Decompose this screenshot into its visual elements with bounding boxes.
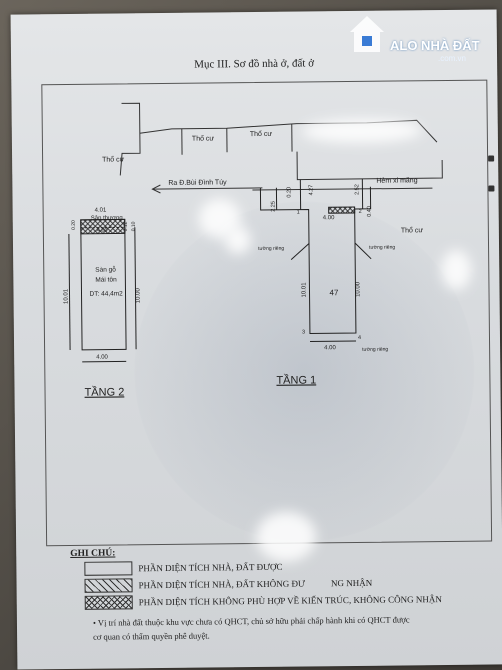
road-arrow-head: [151, 184, 161, 194]
floor-plan-drawing: Thổ cư Thổ cư Thổ cư Thổ cư Ra Đ.Bùi Đìn…: [63, 102, 443, 399]
label-tho-cu-3: Thổ cư: [250, 130, 273, 138]
legend: GHI CHÚ: PHẦN DIỆN TÍCH NHÀ, ĐẤT ĐƯỢC PH…: [70, 545, 491, 644]
binder-mark-1: [488, 155, 495, 162]
floor2-left-dimension: [68, 233, 71, 350]
floor2-area-label: DT: 44,4m2: [89, 290, 123, 297]
legend-swatch-hatch: [84, 578, 133, 593]
legend-note-line-2: cơ quan có thẩm quyền phê duyệt.: [93, 630, 210, 642]
floor1-corner-3: 3: [302, 329, 305, 335]
floor1-caption: TẦNG 1: [276, 373, 316, 386]
alley-edge: [252, 187, 433, 191]
floor1-wall-right: [354, 242, 372, 260]
wall-label-bottom: tường riêng: [362, 347, 388, 353]
floor2-dim-top2: 4.00: [97, 228, 108, 234]
watermark-logo: ALO NHÀ ĐẤT .com.vn: [346, 8, 496, 66]
floor1-outline: [259, 186, 372, 334]
floor2-dim-top: 4.01: [95, 208, 107, 214]
legend-text-2: PHẦN DIỆN TÍCH NHÀ, ĐẤT KHÔNG ĐƯ: [138, 578, 306, 591]
legend-row-3: PHẦN DIỆN TÍCH KHÔNG PHÙ HỢP VỀ KIẾN TRÚ…: [84, 592, 491, 610]
floor1-hatched-strip: [328, 206, 356, 214]
blur-patch-center-small: [224, 226, 252, 255]
binder-mark-2: [488, 185, 495, 192]
legend-text-1: PHẦN DIỆN TÍCH NHÀ, ĐẤT ĐƯỢC: [138, 561, 283, 574]
alley-boundary: [296, 151, 443, 181]
floor1-dim-top: 4.00: [323, 215, 335, 221]
floor2-outline: [80, 218, 127, 351]
floor2-top-label: Sân thượng: [91, 215, 123, 221]
legend-row-2: PHẦN DIỆN TÍCH NHÀ, ĐẤT KHÔNG ĐƯ NG NHẬN: [84, 575, 490, 593]
wall-label-left: tường riêng: [258, 246, 284, 252]
floor1-dim-v4: 2.52: [354, 184, 360, 195]
floor1-number: 47: [329, 288, 339, 297]
watermark-domain: .com.vn: [438, 54, 467, 63]
floor2-floor-label-2: Mái tôn: [95, 276, 117, 283]
floor2-dim-small-3: 0.10: [131, 221, 137, 231]
legend-note: • Vị trí nhà đất thuộc khu vực chưa có Q…: [93, 612, 491, 644]
blur-patch-right: [441, 249, 472, 291]
floor2-dim-left: 10.01: [63, 288, 69, 304]
floor2-dim-small-2: 0.12: [123, 221, 129, 231]
house-logo-icon: [350, 16, 384, 52]
label-tho-cu-2: Thổ cư: [192, 134, 215, 142]
floor1-corner-2: 2: [359, 209, 362, 215]
floor1-wall-left: [290, 243, 310, 261]
legend-text-3: PHẦN DIỆN TÍCH KHÔNG PHÙ HỢP VỀ KIẾN TRÚ…: [138, 594, 442, 608]
floor1-dim-right: 10.00: [355, 281, 361, 297]
floor1-dim-bottom: 4.00: [324, 345, 336, 351]
floor1-dim-v2: 0.20: [286, 187, 292, 198]
wall-label-right: tường riêng: [369, 245, 395, 251]
floor1-dim-v5: 0.40: [367, 206, 373, 217]
floor2-dim-bottom: 4.00: [96, 355, 108, 361]
floor2-dim-right: 10.00: [135, 288, 141, 304]
floor1-dim-left: 10.01: [301, 282, 307, 298]
document-page: Mục III. Sơ đồ nhà ở, đất ở: [10, 9, 502, 670]
floor2-caption: TẦNG 2: [84, 385, 124, 398]
floor1-dim-v3: 4.27: [308, 185, 314, 196]
legend-swatch-crosshatch: [84, 595, 133, 610]
legend-tail-2: NG NHẬN: [330, 577, 373, 589]
label-tho-cu-1: Thổ cư: [102, 155, 125, 163]
alley-label: Hẻm xi măng: [376, 177, 417, 184]
floor1-corner-4: 4: [358, 335, 361, 341]
legend-row-1: PHẦN DIỆN TÍCH NHÀ, ĐẤT ĐƯỢC: [84, 558, 490, 576]
label-tho-cu-4: Thổ cư: [401, 226, 424, 234]
floor2-floor-label-1: Sàn gỗ: [95, 264, 116, 273]
road-arrow-line: [152, 187, 263, 190]
neighbor-boundary-top: [139, 119, 438, 143]
watermark-brand: ALO NHÀ ĐẤT: [390, 38, 480, 53]
floor2-dim-small-1: 0.20: [71, 220, 77, 230]
floor1-dim-v1: 2.25: [271, 201, 277, 212]
road-label: Ra Đ.Bùi Đình Túy: [168, 179, 227, 187]
floor1-corner-1: 1: [297, 210, 300, 216]
neighbor-boundary-left: [119, 102, 141, 176]
legend-swatch-plain: [84, 561, 133, 576]
floor2-right-dimension: [134, 227, 137, 350]
